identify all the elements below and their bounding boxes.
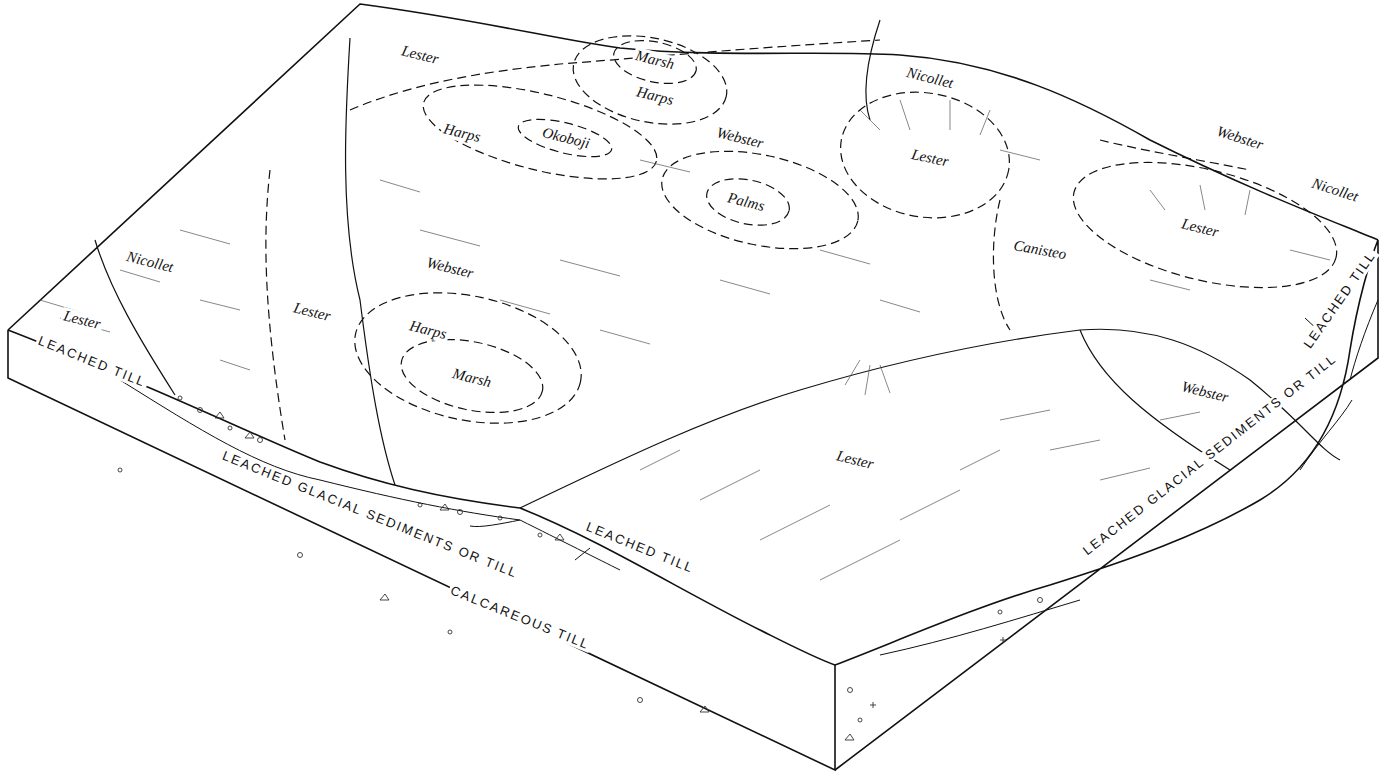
layer-lines — [120, 300, 1378, 655]
till-boundary — [470, 520, 520, 527]
soil-label: Lester — [1178, 215, 1222, 241]
layer-label: LEACHED GLACIAL SEDIMENTS OR TILL — [218, 448, 521, 582]
soil-label: Okoboji — [539, 124, 594, 153]
front-top-edge — [8, 330, 835, 665]
layer-label: LEACHED TILL — [34, 333, 150, 391]
soil-label: Webster — [1213, 122, 1267, 154]
soil-label: Marsh — [632, 47, 678, 73]
soil-label: Harps — [406, 317, 450, 343]
soil-label: Webster — [713, 124, 767, 153]
layer-label: LEACHED TILL — [582, 519, 698, 577]
soil-label: Webster — [423, 254, 477, 283]
soil-label: Nicollet — [123, 248, 177, 276]
soil-boundaries — [95, 20, 1340, 508]
soil-label: Webster — [1178, 378, 1232, 407]
soil-label: Lester — [833, 447, 877, 473]
soil-label: Palms — [724, 189, 768, 215]
soil-label: Lester — [290, 299, 334, 325]
till-boundary — [880, 600, 1080, 655]
soil-boundaries-dashed — [266, 23, 1349, 443]
soil-label: Nicollet — [903, 64, 957, 92]
soil-label: Canisteo — [1010, 237, 1069, 263]
soil-label: Harps — [440, 120, 484, 146]
layer-label: LEACHED TILL — [1300, 247, 1380, 353]
soil-label: Marsh — [449, 365, 495, 391]
layer-label: LEACHED GLACIAL SEDIMENTS OR TILL — [1079, 350, 1341, 559]
soil-label: Nicollet — [1308, 174, 1362, 206]
soil-label: Harps — [633, 83, 677, 109]
soil-label: Lester — [908, 146, 952, 171]
front-face — [8, 330, 835, 770]
soil-label: Lester — [398, 42, 442, 68]
layer-label: CALCAREOUS TILL — [446, 583, 593, 654]
till-symbols — [118, 263, 1362, 740]
till-boundary — [1300, 400, 1352, 470]
leader-line — [575, 548, 590, 560]
till-boundary — [1350, 300, 1378, 380]
right-face — [835, 240, 1378, 770]
till-boundary — [120, 380, 620, 570]
soil-label: Lester — [60, 307, 104, 333]
back-edge — [8, 4, 1378, 330]
block-outline — [8, 4, 1378, 770]
